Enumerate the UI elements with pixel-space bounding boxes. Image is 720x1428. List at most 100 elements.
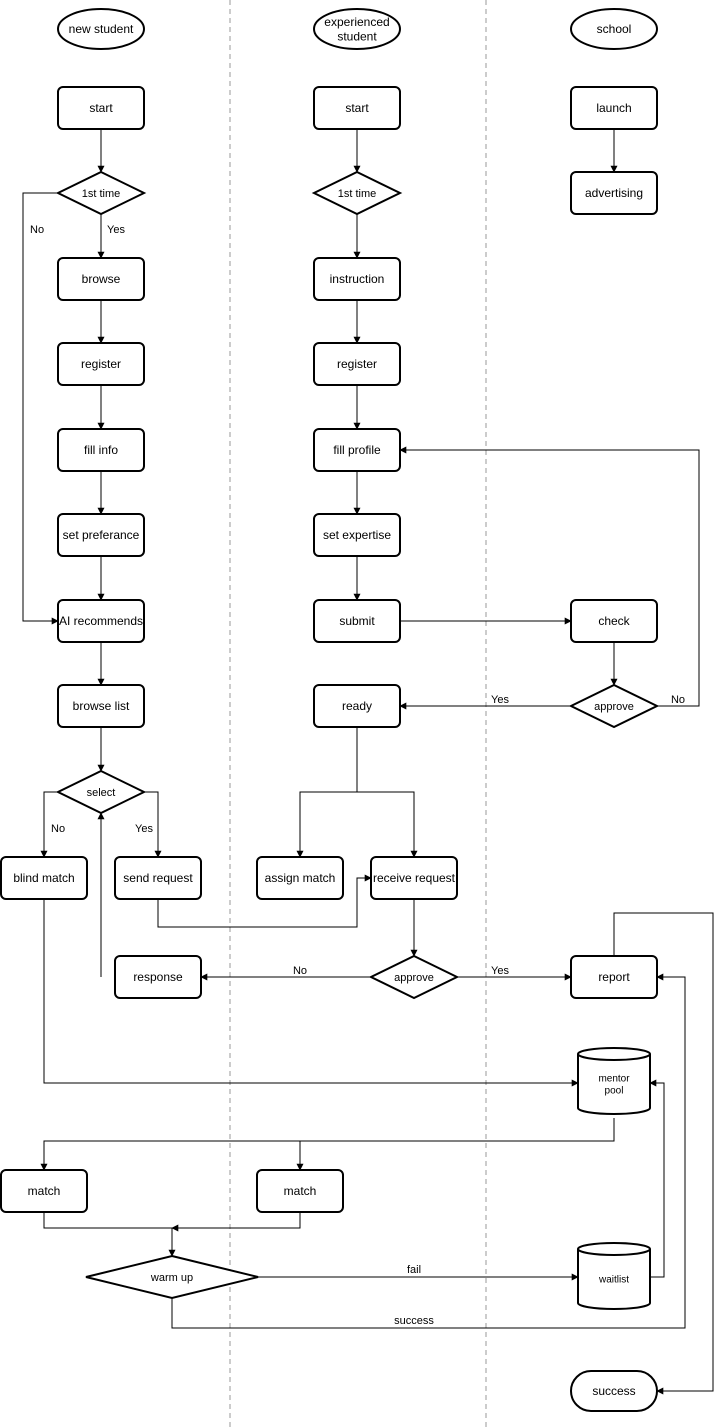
edge-label-fail: fail [407,1264,421,1276]
process-box [570,171,658,215]
node-label: approve [594,701,634,713]
node-receive-request-process: receive request [370,856,458,900]
edge-n-select-to-n-blind [40,791,58,858]
database-top [577,1242,651,1256]
node-label: browse [82,272,121,286]
process-box [570,955,658,999]
node-label: response [133,970,183,984]
node-label: approve [394,972,434,984]
node-ready-process: ready [313,684,401,728]
node-label: report [598,970,630,984]
node-label: blind match [13,871,74,885]
process-box [57,86,145,130]
database-body [577,1054,651,1115]
process-box [313,428,401,472]
node-label: receive request [373,871,456,885]
node-label: launch [596,101,631,115]
node-label: match [284,1184,317,1198]
process-box [570,86,658,130]
process-box [0,856,88,900]
process-box [313,513,401,557]
node-label: browse list [73,699,130,713]
node-label: instruction [330,272,385,286]
process-box [313,257,401,301]
process-box [0,1169,88,1213]
database-body [577,1249,651,1310]
node-register-process: register [57,342,145,386]
edge-s-pool-to-n-match1 [40,1118,615,1171]
edge-label-yes: Yes [135,823,153,835]
node-label: 1st time [338,188,377,200]
node-set-expertise-process: set expertise [313,513,401,557]
node-register-process: register [313,342,401,386]
node-label: start [345,101,369,115]
node-ai-recommends-process: AI recommends [57,599,145,643]
node-approve-decision: approve [368,954,460,1000]
node-label: assign match [265,871,336,885]
decision-diamond [55,170,147,216]
edge-label-success: success [394,1315,434,1327]
edge-label-no: No [30,224,44,236]
node-response-process: response [114,955,202,999]
node-label: register [81,357,121,371]
terminal-pill [570,1370,658,1412]
node-advertising-process: advertising [570,171,658,215]
edge-label-yes: Yes [491,694,509,706]
edge-label-no: No [51,823,65,835]
node-label: check [598,614,630,628]
node-label: submit [339,614,375,628]
edge-n-select-to-n-send [144,791,162,858]
node-instruction-process: instruction [313,257,401,301]
process-box [256,1169,344,1213]
process-box [114,856,202,900]
node-success-terminal: success [570,1370,658,1412]
node-send-request-process: send request [114,856,202,900]
edge-n-warm-to-s-report [171,973,686,1329]
edge-n-first-to-n-ai [22,192,59,625]
node-match-process: match [256,1169,344,1213]
node-label: ready [342,699,372,713]
lane-header-shape [313,8,401,50]
node-check-process: check [570,599,658,643]
lane-header-shape [570,8,658,50]
process-box [57,599,145,643]
node-label: waitlist [598,1275,629,1286]
node-label: 1st time [82,188,121,200]
process-box [370,856,458,900]
edge-label-no: No [293,965,307,977]
decision-diamond [311,170,403,216]
node-label: warm up [150,1272,193,1284]
decision-diamond [85,1254,259,1300]
edge-s-report-to-s-success [613,912,714,1395]
process-box [57,428,145,472]
node-assign-match-process: assign match [256,856,344,900]
node-warm-up-decision: warm up [85,1254,259,1300]
edge-e-ready-to-e-receive [357,791,418,858]
node-label: select [87,787,116,799]
edge-n-blind-to-s-pool [43,899,579,1087]
node-label: set preferance [63,528,140,542]
node-start-process: start [57,86,145,130]
process-box [57,513,145,557]
node-blind-match-process: blind match [0,856,88,900]
node-start-process: start [313,86,401,130]
edge-s-approve-to-e-profile [399,446,700,707]
edge-s-wait-to-s-pool [649,1079,665,1278]
edge-n-match1-to-n-warm [43,1212,176,1257]
process-box [114,955,202,999]
process-box [313,342,401,386]
node-label: send request [123,871,193,885]
database-top [577,1047,651,1061]
lane-header-shape [57,8,145,50]
node-label: fill info [84,443,118,457]
node-1st-time-decision: 1st time [311,170,403,216]
edge-n-match2-to-n-warm [171,1212,301,1232]
decision-diamond [55,769,147,815]
node-fill-profile-process: fill profile [313,428,401,472]
process-box [313,86,401,130]
edge-n-send-to-e-receive [157,874,372,928]
